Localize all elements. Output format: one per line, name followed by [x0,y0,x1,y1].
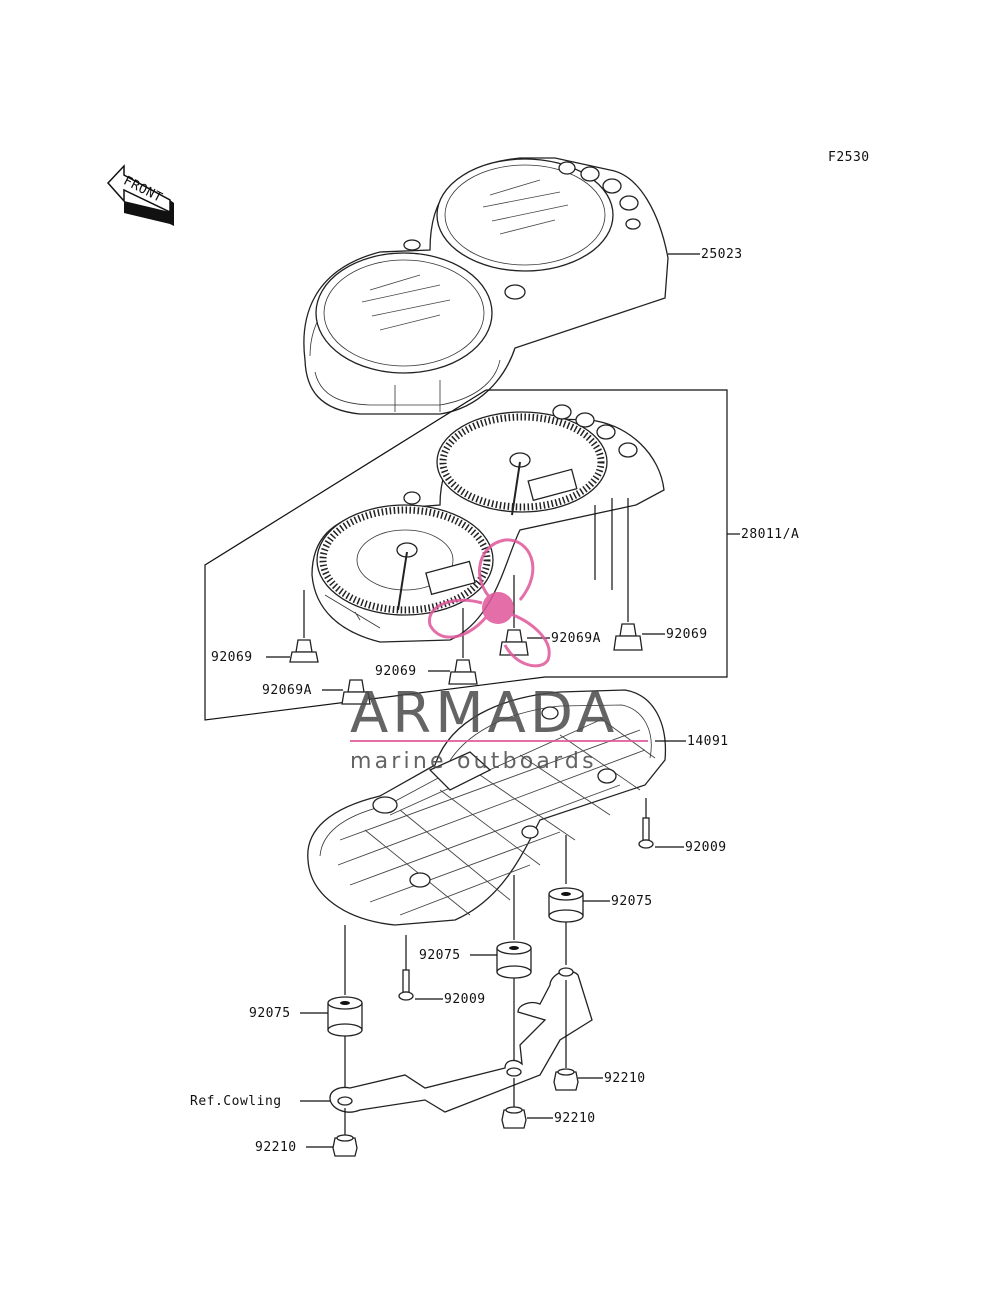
meter-case-25023 [303,157,669,415]
tach-ticks [319,413,605,614]
figure-code: F2530 [828,150,870,165]
label-92075-right: 92075 [611,894,653,909]
label-92210-right: 92210 [604,1071,646,1086]
nut-92210-center [501,1078,527,1129]
meter-assembly-28011A [311,404,665,643]
damper-92075-left [327,925,363,1095]
cover-grid [337,717,656,916]
bulb-92069A-right [499,575,529,656]
nut-92210-left [332,1108,358,1157]
damper-92075-center [496,875,532,1070]
label-25023: 25023 [701,247,743,262]
front-arrow-icon: FRONT [106,164,174,226]
label-92069-center: 92069 [375,664,417,679]
damper-92075-right [548,835,584,965]
label-92069A-left: 92069A [262,683,312,698]
watermark-brand: ARMADA [350,681,618,746]
label-92069-left: 92069 [211,650,253,665]
label-92075-left: 92075 [249,1006,291,1021]
cowling-bracket [329,967,593,1113]
meter-cover-14091 [307,689,667,926]
screw-92009-center [398,935,414,1001]
label-28011A: 28011/A [741,527,799,542]
label-14091: 14091 [687,734,729,749]
bracket-28011A [204,389,728,721]
label-92009-right: 92009 [685,840,727,855]
label-92069-right: 92069 [666,627,708,642]
bulb-92069A-left [341,679,371,705]
label-92210-left: 92210 [255,1140,297,1155]
propeller-hub-icon [482,592,514,624]
bulb-92069-right [594,498,643,651]
label-92069A-right: 92069A [551,631,601,646]
armada-watermark: ARMADA marine outboards [350,538,648,774]
label-92009-center: 92009 [444,992,486,1007]
nut-92210-right [553,980,579,1091]
label-92210-center: 92210 [554,1111,596,1126]
bulb-92069-left [289,590,319,663]
propeller-logo-icon [428,538,551,668]
label-ref-cowling: Ref.Cowling [190,1094,282,1109]
screw-92009-right [638,798,654,849]
front-label: FRONT [121,174,165,206]
watermark-tagline: marine outboards [350,749,597,774]
label-92075-center: 92075 [419,948,461,963]
bulb-92069-center [448,608,478,685]
